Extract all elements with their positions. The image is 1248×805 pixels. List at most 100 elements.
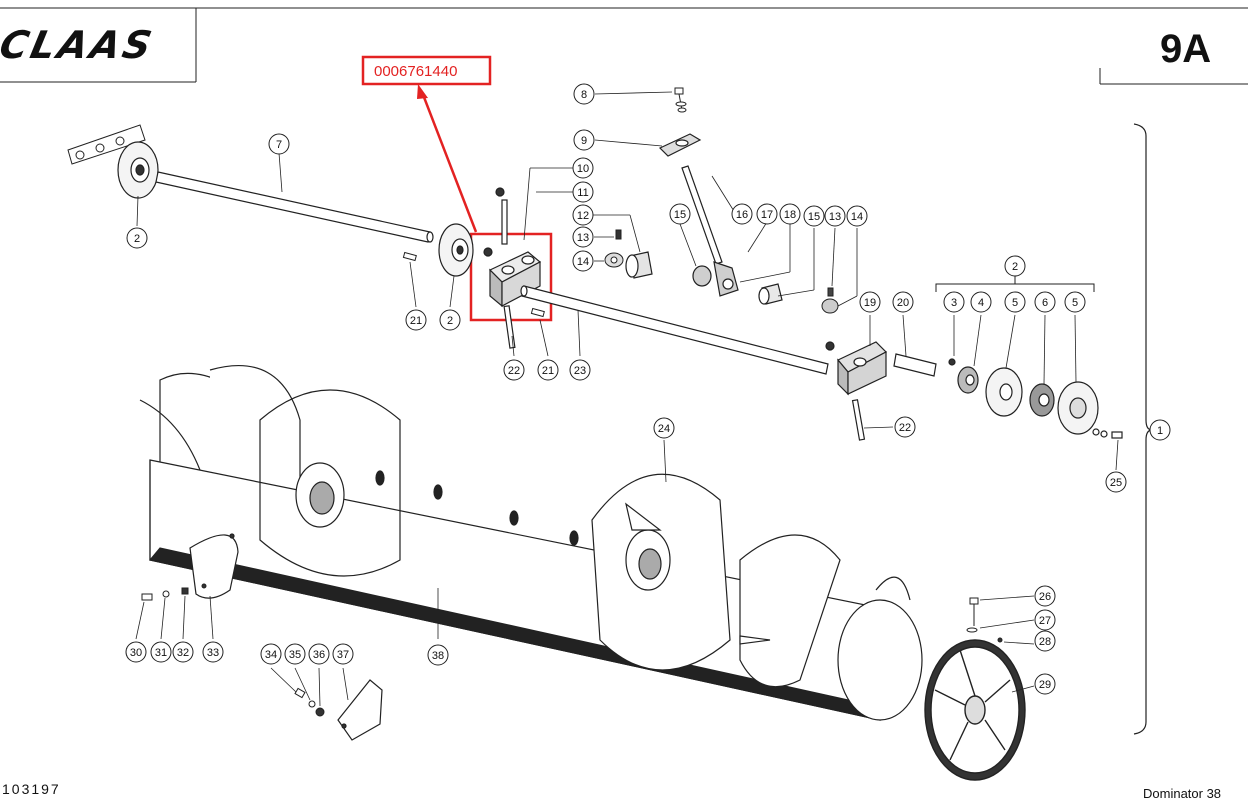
callout-number: 3 [951, 297, 957, 309]
callout-number: 2 [447, 315, 453, 327]
callout-c14b: 14 [846, 205, 868, 227]
callout-c15b: 15 [803, 205, 825, 227]
callout-c1: 1 [1149, 419, 1171, 441]
callout-c13a: 13 [572, 226, 594, 248]
callout-circle [126, 227, 148, 249]
callout-number: 22 [899, 422, 911, 434]
callout-c36: 36 [308, 643, 330, 665]
callout-c3: 3 [943, 291, 965, 313]
highlight-arrow [417, 84, 478, 233]
part-number-highlight: 0006761440 [374, 63, 457, 80]
bracket-37 [337, 679, 383, 741]
callout-number: 11 [577, 187, 588, 199]
callout-number: 14 [577, 256, 589, 268]
callout-c16: 16 [731, 203, 753, 225]
callout-number: 8 [581, 89, 587, 101]
callout-c19: 19 [859, 291, 881, 313]
callout-c8: 8 [573, 83, 595, 105]
callout-number: 28 [1039, 636, 1051, 648]
callout-number: 1 [1157, 425, 1163, 437]
callout-circle [572, 181, 594, 203]
callout-number: 21 [410, 315, 422, 327]
callout-c12: 12 [572, 204, 594, 226]
bolt-8 [674, 87, 687, 113]
key-pin-21b [530, 307, 545, 318]
callout-circle [150, 641, 172, 663]
callout-c32: 32 [172, 641, 194, 663]
nut-13a [615, 229, 622, 240]
callout-circle [1034, 673, 1056, 695]
fasteners-30-32 [141, 583, 207, 601]
callout-number: 14 [851, 211, 863, 223]
callout-circle [1034, 291, 1056, 313]
callout-number: 7 [276, 139, 282, 151]
callout-number: 12 [577, 210, 589, 222]
leader-lines [135, 91, 1119, 707]
callout-circle [268, 133, 290, 155]
callout-circle [573, 129, 595, 151]
callout-c22b: 22 [894, 416, 916, 438]
callout-c9: 9 [573, 129, 595, 151]
callout-circle [859, 291, 881, 313]
callout-c5a: 5 [1004, 291, 1026, 313]
callout-circle [572, 250, 594, 272]
callout-number: 2 [1012, 261, 1018, 273]
callout-number: 25 [1110, 477, 1122, 489]
callout-c38: 38 [427, 644, 449, 666]
callout-c21a: 21 [405, 309, 427, 331]
callout-number: 13 [577, 232, 589, 244]
callout-circle [572, 157, 594, 179]
callout-c2a: 2 [126, 227, 148, 249]
callout-number: 38 [432, 650, 444, 662]
callout-number: 23 [574, 365, 586, 377]
group-2-bracket [935, 283, 1095, 292]
callout-c21b: 21 [537, 359, 559, 381]
callout-circle [284, 643, 306, 665]
callout-circle [1004, 291, 1026, 313]
callout-number: 29 [1039, 679, 1051, 691]
cover-plate-33 [189, 533, 239, 599]
callout-c24: 24 [653, 417, 675, 439]
model-name: Dominator 38 [1143, 786, 1221, 800]
callout-number: 10 [577, 163, 589, 175]
callout-circle [308, 643, 330, 665]
callout-circle [653, 417, 675, 439]
left-bearing-flange [117, 141, 159, 199]
callout-circle [1004, 255, 1026, 277]
bolt-26-27-28 [966, 597, 1003, 643]
callout-c37: 37 [332, 643, 354, 665]
ring-14a [604, 252, 624, 268]
callout-number: 21 [542, 365, 554, 377]
callout-c33: 33 [202, 641, 224, 663]
callout-circle [824, 205, 846, 227]
callout-circle [731, 203, 753, 225]
callout-circle [756, 203, 778, 225]
callout-c13b: 13 [824, 205, 846, 227]
callout-circle [439, 309, 461, 331]
callout-number: 13 [829, 211, 841, 223]
callout-circle [537, 359, 559, 381]
callout-circle [332, 643, 354, 665]
callout-circle [503, 359, 525, 381]
upper-left-shaft [155, 171, 434, 243]
callout-circle [1105, 471, 1127, 493]
auger-tube [139, 365, 923, 721]
bearing-bracket-highlighted [483, 187, 542, 349]
callout-number: 15 [674, 209, 686, 221]
callout-c15a: 15 [669, 203, 691, 225]
callout-c29: 29 [1034, 673, 1056, 695]
callout-number: 37 [337, 649, 349, 661]
page-code: 9A [1160, 27, 1211, 71]
callout-c31: 31 [150, 641, 172, 663]
callout-circle [779, 203, 801, 225]
callout-c5b: 5 [1064, 291, 1086, 313]
callout-number: 18 [784, 209, 796, 221]
callout-c34: 34 [260, 643, 282, 665]
callout-number: 5 [1012, 297, 1018, 309]
callout-circle [405, 309, 427, 331]
drive-shaft-16 [681, 165, 723, 265]
callout-circle [572, 226, 594, 248]
callout-number: 16 [736, 209, 748, 221]
